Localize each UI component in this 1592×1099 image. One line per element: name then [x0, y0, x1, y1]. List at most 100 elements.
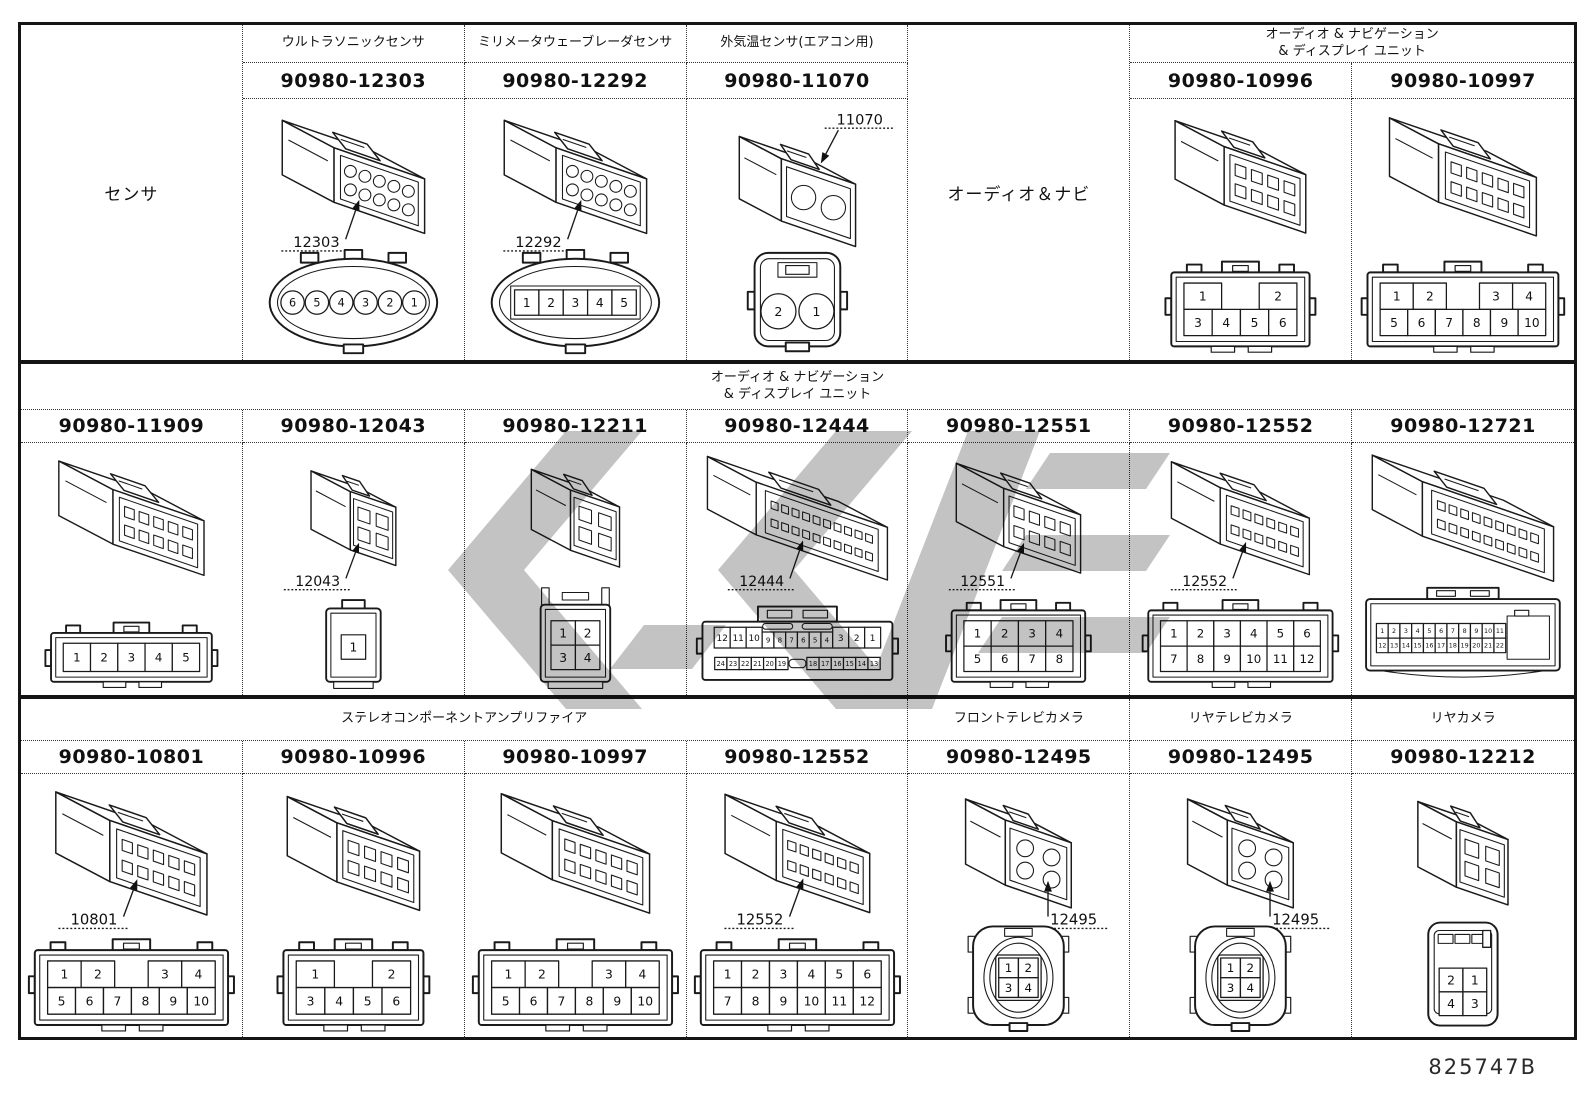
pin-number: 4	[335, 994, 343, 1008]
pin-number: 3	[1492, 290, 1500, 304]
pin-number: 10	[637, 994, 653, 1008]
pin-number: 15	[845, 660, 853, 668]
pin-number: 6	[392, 994, 400, 1008]
pin-number: 2	[1447, 973, 1455, 987]
cell-title: ミリメータウェーブレーダセンサ	[464, 25, 687, 63]
pin-number: 10	[193, 994, 209, 1008]
pin-number: 1	[311, 968, 319, 982]
pin-number: 4	[638, 968, 646, 982]
pin-number: 1	[723, 968, 731, 982]
pin-number: 10	[748, 634, 760, 644]
part-number: 90980-10997	[464, 741, 687, 774]
pin-number: 16	[833, 660, 841, 668]
pin-number: 1	[1380, 627, 1384, 635]
callout-number: 12043	[295, 574, 340, 590]
pin-number: 3	[605, 968, 613, 982]
pin-number: 16	[1425, 642, 1433, 650]
pin-number: 2	[774, 304, 782, 319]
pin-number: 2	[1275, 290, 1283, 304]
pin-number: 3	[1227, 981, 1235, 995]
cell-title: ウルトラソニックセンサ	[242, 25, 465, 63]
pin-number: 1	[1393, 290, 1401, 304]
group-header: オーディオ & ナビゲーション & ディスプレイ ユニット	[21, 364, 1574, 410]
part-number-text: 90980-12495	[1167, 746, 1314, 768]
part-number-text: 90980-10997	[502, 746, 648, 768]
pin-number: 18	[808, 660, 816, 668]
pin-number: 22	[1496, 642, 1504, 650]
pin-number: 7	[1445, 316, 1453, 330]
pin-number: 5	[1390, 316, 1398, 330]
part-number: 90980-10996	[242, 741, 465, 774]
part-number: 90980-11070	[686, 63, 909, 99]
pin-number: 6	[863, 968, 871, 982]
group-header: リヤテレビカメラ	[1130, 699, 1353, 741]
pin-number: 13	[869, 660, 877, 668]
pin-number: 14	[1402, 642, 1410, 650]
part-number-text: 90980-12552	[724, 746, 870, 768]
pin-number: 3	[1471, 997, 1479, 1011]
pin-number: 15	[1414, 642, 1422, 650]
pin-number: 7	[789, 636, 793, 645]
pin-number: 7	[723, 994, 731, 1008]
group-header: リヤカメラ	[1352, 699, 1574, 741]
pin-number: 12	[1378, 642, 1386, 650]
part-number: 90980-12721	[1352, 410, 1574, 443]
pin-number: 5	[620, 296, 628, 310]
pin-number: 17	[1437, 642, 1445, 650]
pin-number: 4	[1223, 316, 1231, 330]
pin-number: 4	[1250, 627, 1257, 641]
pin-number: 1	[60, 968, 68, 982]
pin-number: 10	[1524, 316, 1539, 330]
pin-number: 21	[1484, 642, 1492, 650]
pin-number: 1	[523, 296, 531, 310]
pin-number: 8	[585, 994, 593, 1008]
part-number: 90980-12552	[686, 741, 909, 774]
part-number-text: 90980-10997	[1390, 69, 1536, 92]
pin-number: 7	[1029, 652, 1036, 666]
pin-number: 2	[1426, 290, 1434, 304]
part-number-text: 90980-12043	[280, 415, 427, 437]
pin-number: 1	[559, 626, 567, 640]
pin-number: 2	[100, 651, 107, 665]
callout-number: 12292	[515, 234, 561, 251]
group-header-text: フロントテレビカメラ	[953, 711, 1084, 727]
pin-number: 4	[807, 968, 815, 982]
group-header-text: リヤカメラ	[1430, 711, 1496, 727]
pin-number: 18	[1449, 642, 1457, 650]
pin-number: 6	[289, 297, 296, 310]
pin-number: 23	[728, 660, 736, 668]
page-code: 825747B	[1428, 1055, 1537, 1079]
pin-number: 5	[182, 651, 189, 665]
pin-number: 4	[1247, 981, 1255, 995]
pin-number: 9	[779, 994, 787, 1008]
pin-number: 9	[613, 994, 621, 1008]
part-number: 90980-10996	[1130, 63, 1353, 99]
pin-number: 2	[94, 968, 102, 982]
pin-number: 3	[837, 634, 843, 644]
pin-number: 5	[58, 994, 66, 1008]
pin-number: 4	[155, 651, 162, 665]
band-1: センサオーディオ＆ナビオーディオ & ナビゲーション & ディスプレイ ユニット…	[21, 25, 1574, 360]
pin-number: 1	[1227, 961, 1235, 975]
pin-number: 2	[1001, 627, 1008, 641]
group-header: フロントテレビカメラ	[908, 699, 1131, 741]
callout-number: 12552	[1183, 574, 1228, 590]
pin-number: 11	[732, 634, 743, 644]
part-number: 90980-10997	[1352, 63, 1574, 99]
pin-number: 5	[1251, 316, 1259, 330]
pin-number: 20	[1472, 642, 1480, 650]
pin-number: 1	[1471, 973, 1479, 987]
pin-number: 17	[821, 660, 829, 668]
part-number-text: 90980-10996	[280, 746, 427, 768]
side-label: オーディオ＆ナビ	[908, 25, 1131, 360]
pin-number: 3	[779, 968, 787, 982]
